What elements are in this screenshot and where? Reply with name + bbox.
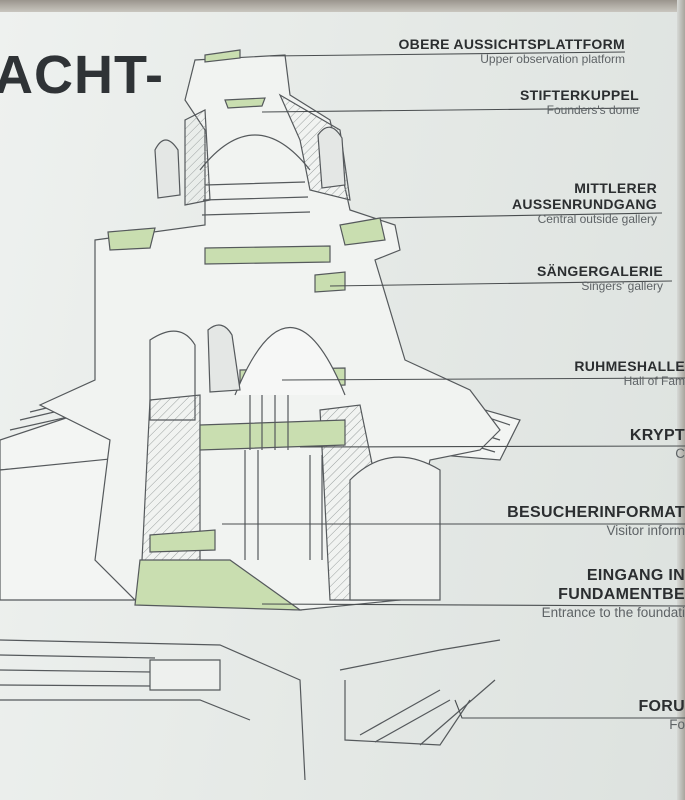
label-founders-dome: STIFTERKUPPEL Founders's dome — [519, 87, 639, 117]
label-forum: FORU Fo — [638, 698, 685, 732]
label-visitor-information: BESUCHERINFORMAT Visitor inform — [507, 504, 685, 538]
label-hall-of-fame: RUHMESHALLE Hall of Fam — [574, 358, 685, 388]
label-central-outside-gallery: MITTLERER AUSSENRUNDGANG Central outside… — [512, 180, 657, 226]
board-top-edge — [0, 0, 685, 12]
board-title-fragment: ACHT- — [0, 45, 164, 105]
label-foundation-entrance: EINGANG IN FUNDAMENTBE Entrance to the f… — [541, 567, 685, 620]
label-crypt: KRYPT C — [629, 427, 685, 461]
label-singers-gallery: SÄNGERGALERIE Singers' gallery — [536, 263, 663, 293]
label-upper-observation-platform: OBERE AUSSICHTSPLATTFORM Upper observati… — [398, 36, 625, 66]
board-right-edge — [677, 0, 685, 800]
